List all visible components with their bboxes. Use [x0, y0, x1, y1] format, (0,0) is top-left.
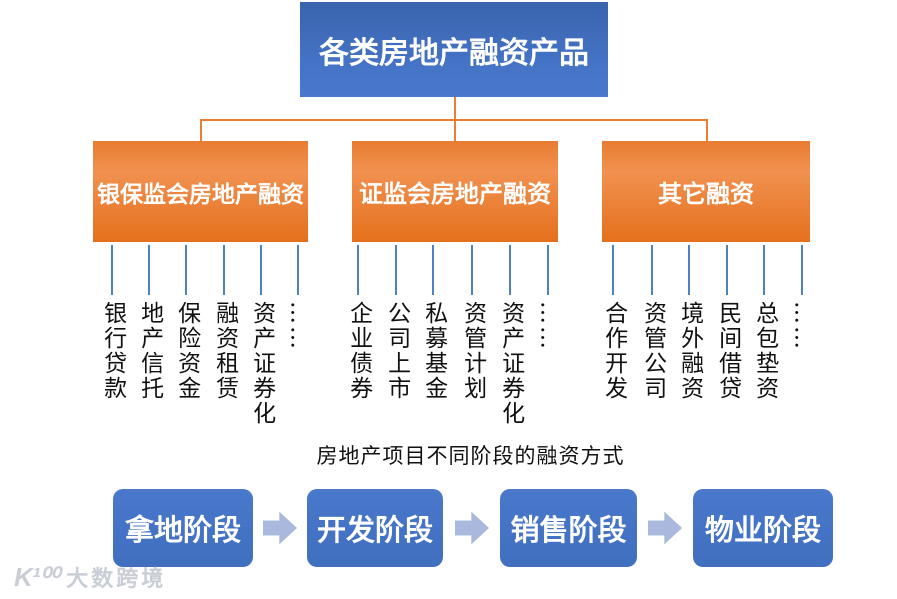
- leaf-label: ……: [535, 301, 562, 351]
- leaf-label: 民间借贷: [714, 301, 741, 401]
- leaf-connector-line: [612, 245, 614, 295]
- leaf-label: 私募基金: [420, 301, 447, 401]
- leaf-connector-line: [688, 245, 690, 295]
- leaf-label: 地产信托: [136, 301, 163, 401]
- leaf-connector-line: [260, 245, 262, 295]
- connector-root-stem: [454, 97, 456, 120]
- leaf-item: 地产信托: [131, 245, 167, 401]
- leaf-connector-line: [111, 245, 113, 295]
- leaf-item: 私募基金: [415, 245, 451, 401]
- leaf-item: 境外融资: [671, 245, 707, 401]
- root-node: 各类房地产融资产品: [300, 2, 608, 97]
- branch-node-csrc: 证监会房地产融资: [352, 141, 558, 242]
- leaf-label: 公司上市: [383, 301, 410, 401]
- leaf-connector-line: [547, 245, 549, 295]
- leaf-item: 资管公司: [634, 245, 670, 401]
- stage-box-property: 物业阶段: [693, 489, 833, 567]
- leaf-item: 银行贷款: [94, 245, 130, 401]
- leaf-item: 融资租赁: [206, 245, 242, 401]
- leaf-item: 保险资金: [168, 245, 204, 401]
- branch-node-label: 证监会房地产融资: [359, 181, 551, 208]
- leaf-item-ellipsis: ……: [280, 245, 316, 351]
- leaf-label: 资管公司: [639, 301, 666, 401]
- leaf-label: 境外融资: [676, 301, 703, 401]
- leaf-label: 合作开发: [600, 301, 627, 401]
- leaf-item: 民间借贷: [709, 245, 745, 401]
- leaf-label: ……: [285, 301, 312, 351]
- leaf-connector-line: [763, 245, 765, 295]
- leaf-connector-line: [432, 245, 434, 295]
- connector-branch-3-stem: [706, 119, 708, 141]
- leaf-item: 资产证券化: [492, 245, 528, 426]
- leaf-label: 企业债券: [345, 301, 372, 401]
- leaf-label: 融资租赁: [211, 301, 238, 401]
- stage-label: 物业阶段: [704, 515, 821, 547]
- leaf-item-ellipsis: ……: [530, 245, 566, 351]
- stages-section-title: 房地产项目不同阶段的融资方式: [316, 444, 625, 468]
- connector-branch-2-stem: [454, 119, 456, 141]
- leaf-label: 资管计划: [459, 301, 486, 401]
- stage-label: 销售阶段: [510, 515, 627, 547]
- stage-label: 拿地阶段: [124, 515, 241, 547]
- leaf-item-ellipsis: ……: [784, 245, 820, 351]
- leaf-item: 总包垫资: [746, 245, 782, 401]
- leaf-label: ……: [789, 301, 816, 351]
- leaf-label: 总包垫资: [751, 301, 778, 401]
- leaf-connector-line: [509, 245, 511, 295]
- branch-node-label: 银保监会房地产融资: [97, 180, 304, 207]
- stage-box-development: 开发阶段: [307, 489, 443, 567]
- branch-node-cbirc: 银保监会房地产融资: [93, 141, 308, 242]
- watermark: K¹⁰⁰ 大数跨境: [14, 561, 166, 593]
- leaf-item: 资管计划: [454, 245, 490, 401]
- leaf-connector-line: [357, 245, 359, 295]
- leaf-connector-line: [223, 245, 225, 295]
- leaf-connector-line: [471, 245, 473, 295]
- leaf-connector-line: [651, 245, 653, 295]
- watermark-logo-icon: K¹⁰⁰: [14, 561, 59, 592]
- arrow-right-icon: [648, 511, 682, 545]
- leaf-connector-line: [297, 245, 299, 295]
- stage-box-sales: 销售阶段: [500, 489, 637, 567]
- leaf-connector-line: [726, 245, 728, 295]
- leaf-item: 公司上市: [378, 245, 414, 401]
- watermark-text: 大数跨境: [66, 566, 167, 591]
- stage-box-land: 拿地阶段: [113, 489, 253, 567]
- leaf-connector-line: [148, 245, 150, 295]
- connector-branch-1-stem: [200, 119, 202, 141]
- leaf-label: 保险资金: [173, 301, 200, 401]
- leaf-label: 资产证券化: [248, 301, 275, 426]
- stage-label: 开发阶段: [316, 515, 433, 547]
- branch-node-label: 其它融资: [658, 181, 754, 208]
- branch-node-other: 其它融资: [602, 141, 810, 242]
- leaf-item: 资产证券化: [243, 245, 279, 426]
- leaf-item: 企业债券: [340, 245, 376, 401]
- leaf-label: 银行贷款: [99, 301, 126, 401]
- leaf-label: 资产证券化: [497, 301, 524, 426]
- leaf-connector-line: [395, 245, 397, 295]
- leaf-connector-line: [801, 245, 803, 295]
- arrow-right-icon: [263, 511, 297, 545]
- leaf-item: 合作开发: [595, 245, 631, 401]
- root-node-label: 各类房地产融资产品: [319, 36, 589, 70]
- arrow-right-icon: [455, 511, 489, 545]
- leaf-connector-line: [185, 245, 187, 295]
